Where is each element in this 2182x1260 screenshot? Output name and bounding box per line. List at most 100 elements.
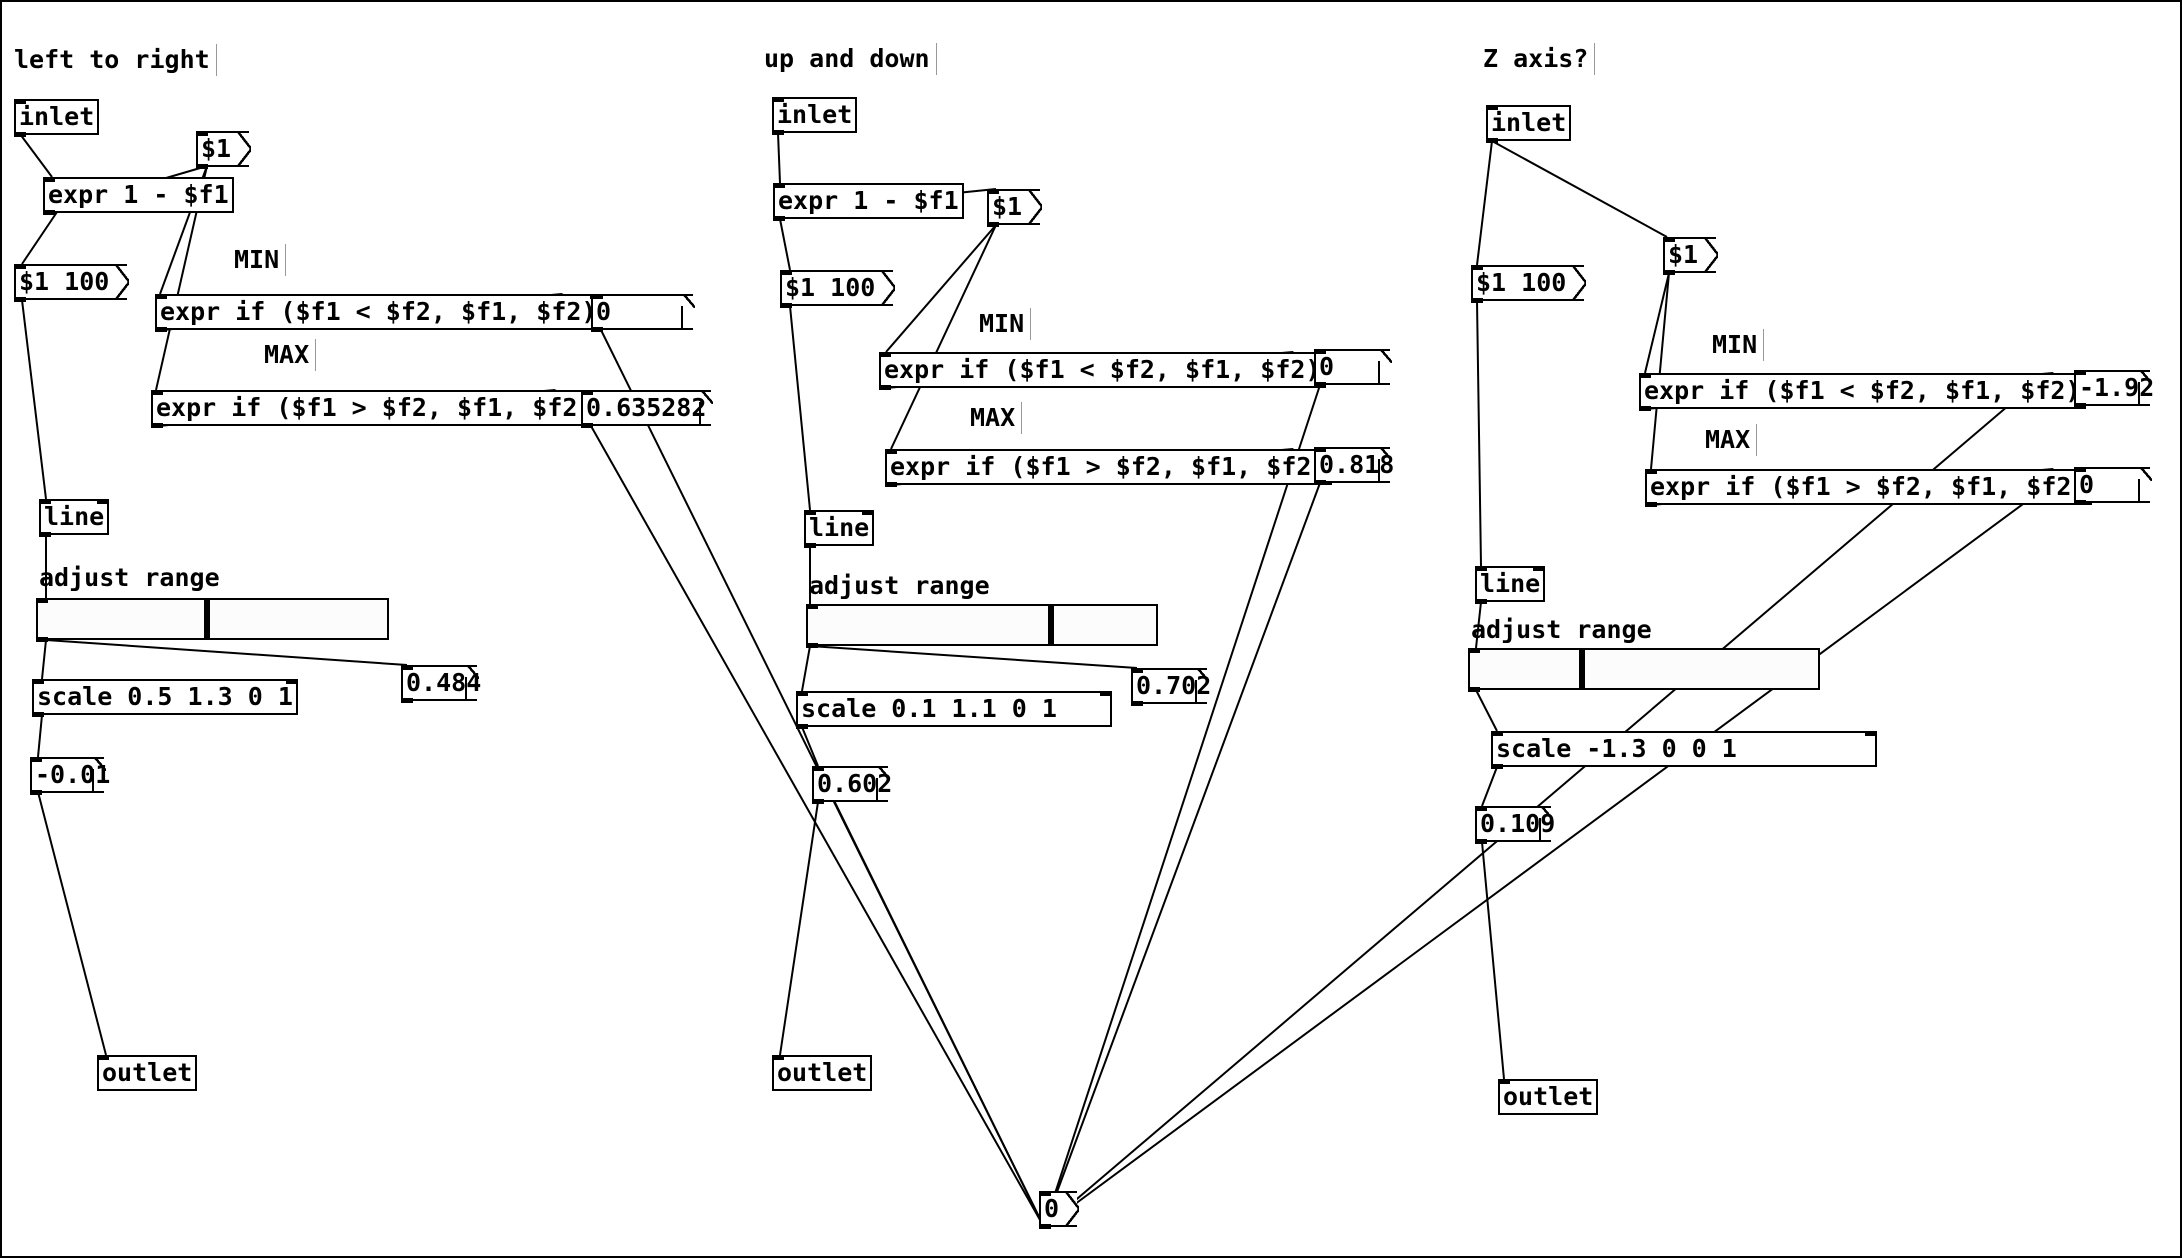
outlet-nub[interactable] <box>36 637 48 642</box>
outlet-nub[interactable] <box>987 222 999 227</box>
dollar-message-left[interactable]: $1 <box>196 131 252 169</box>
slider-readout-left[interactable]: 0.484 <box>401 665 481 703</box>
inlet-nub[interactable] <box>32 679 44 684</box>
patch-cord[interactable] <box>885 224 997 353</box>
patch-cord[interactable] <box>41 639 47 680</box>
number-min-middle[interactable]: 0 <box>1314 349 1392 387</box>
inlet-nub[interactable] <box>39 499 51 504</box>
outlet-nub[interactable] <box>780 303 792 308</box>
inlet-nub[interactable] <box>879 352 891 357</box>
range-slider-right[interactable] <box>1468 648 1820 692</box>
patch-cord[interactable] <box>1043 482 1321 1228</box>
inlet-nub[interactable] <box>36 598 48 603</box>
outlet-nub[interactable] <box>804 543 816 548</box>
outlet-nub[interactable] <box>1471 298 1483 303</box>
outlet-left[interactable]: outlet <box>97 1055 198 1091</box>
inlet-nub[interactable] <box>155 294 167 299</box>
patch-cord[interactable] <box>779 218 791 271</box>
outlet-nub[interactable] <box>39 532 51 537</box>
inlet-nub[interactable] <box>43 177 55 182</box>
outlet-nub[interactable] <box>401 698 413 703</box>
inlet-nub[interactable] <box>1314 349 1326 354</box>
inlet-nub[interactable] <box>2074 467 2086 472</box>
outlet-nub[interactable] <box>2074 403 2086 408</box>
patch-cord[interactable] <box>37 791 107 1056</box>
inlet-nub[interactable] <box>1468 648 1480 653</box>
patch-cord[interactable] <box>19 133 53 178</box>
number-min-right[interactable]: -1.92 <box>2074 370 2154 408</box>
scale-object-right[interactable]: scale -1.3 0 0 1 <box>1491 731 1877 769</box>
number-max-middle[interactable]: 0.818 <box>1314 447 1394 485</box>
inlet-nub[interactable] <box>1314 447 1326 452</box>
patch-cord[interactable] <box>1475 689 1498 732</box>
patch-cord[interactable] <box>1491 140 1668 238</box>
inlet-nub[interactable] <box>196 131 208 136</box>
patch-cord[interactable] <box>1476 140 1493 266</box>
patch-cord[interactable] <box>21 299 47 500</box>
outlet-nub[interactable] <box>14 297 26 302</box>
inlet-left[interactable]: inlet <box>14 99 100 137</box>
inlet-nub[interactable] <box>97 499 109 504</box>
slider-knob-left[interactable] <box>204 600 210 638</box>
patch-cord[interactable] <box>45 639 408 666</box>
outlet-nub[interactable] <box>1131 701 1143 706</box>
outlet-nub[interactable] <box>885 482 897 487</box>
line-object-left[interactable]: line <box>39 499 110 537</box>
output-number-right[interactable]: 0.109 <box>1475 806 1555 844</box>
patch-cord[interactable] <box>1650 272 1670 470</box>
outlet-nub[interactable] <box>581 423 593 428</box>
line-object-middle[interactable]: line <box>804 510 875 548</box>
expr-max-left[interactable]: expr if ($f1 > $f2, $f1, $f2) <box>151 390 598 428</box>
slider-knob-middle[interactable] <box>1048 606 1055 644</box>
inlet-nub[interactable] <box>591 294 603 299</box>
reset-message[interactable]: 0 <box>1039 1191 1080 1229</box>
patch-cord[interactable] <box>1481 841 1505 1080</box>
outlet-nub[interactable] <box>1314 382 1326 387</box>
scale-object-left[interactable]: scale 0.5 1.3 0 1 <box>32 679 298 717</box>
inlet-nub[interactable] <box>401 665 413 670</box>
outlet-nub[interactable] <box>2074 500 2086 505</box>
patch-cord[interactable] <box>801 726 819 767</box>
inlet-nub[interactable] <box>1865 731 1877 736</box>
dollar-message-right[interactable]: $1 <box>1663 237 1719 275</box>
outlet-nub[interactable] <box>806 643 818 648</box>
patch-cord[interactable] <box>809 645 1138 669</box>
ramp-message-left[interactable]: $1 100 <box>14 264 130 302</box>
inlet-nub[interactable] <box>581 390 593 395</box>
outlet-nub[interactable] <box>1663 270 1675 275</box>
inlet-nub[interactable] <box>1100 691 1112 696</box>
inlet-nub[interactable] <box>862 510 874 515</box>
patch-cord[interactable] <box>1043 489 2043 1228</box>
inlet-right[interactable]: inlet <box>1486 105 1572 143</box>
inlet-nub[interactable] <box>772 97 784 102</box>
inlet-nub[interactable] <box>812 766 824 771</box>
inlet-middle[interactable]: inlet <box>772 97 858 135</box>
outlet-nub[interactable] <box>196 164 208 169</box>
expr-invert-left[interactable]: expr 1 - $f1 <box>43 177 234 215</box>
outlet-nub[interactable] <box>772 130 784 135</box>
dollar-message-middle[interactable]: $1 <box>987 189 1043 227</box>
outlet-nub[interactable] <box>1639 406 1651 411</box>
outlet-nub[interactable] <box>1314 480 1326 485</box>
inlet-nub[interactable] <box>1663 237 1675 242</box>
expr-min-right[interactable]: expr if ($f1 < $f2, $f1, $f2) <box>1639 373 2086 411</box>
outlet-nub[interactable] <box>1491 764 1503 769</box>
inlet-nub[interactable] <box>987 189 999 194</box>
slider-readout-middle[interactable]: 0.702 <box>1131 668 1211 706</box>
inlet-nub[interactable] <box>772 1055 784 1060</box>
inlet-nub[interactable] <box>1475 566 1487 571</box>
inlet-nub[interactable] <box>1475 806 1487 811</box>
patch-cord[interactable] <box>801 645 811 692</box>
output-number-middle[interactable]: 0.602 <box>812 766 892 804</box>
range-slider-left[interactable] <box>36 598 389 642</box>
number-max-right[interactable]: 0 <box>2074 467 2152 505</box>
inlet-nub[interactable] <box>1498 1079 1510 1084</box>
ramp-message-right[interactable]: $1 100 <box>1471 265 1587 303</box>
inlet-nub[interactable] <box>14 264 26 269</box>
patch-cord[interactable] <box>1644 272 1670 374</box>
number-min-left[interactable]: 0 <box>591 294 695 332</box>
outlet-right[interactable]: outlet <box>1498 1079 1599 1115</box>
patch-cord[interactable] <box>1476 300 1482 567</box>
inlet-nub[interactable] <box>773 183 785 188</box>
